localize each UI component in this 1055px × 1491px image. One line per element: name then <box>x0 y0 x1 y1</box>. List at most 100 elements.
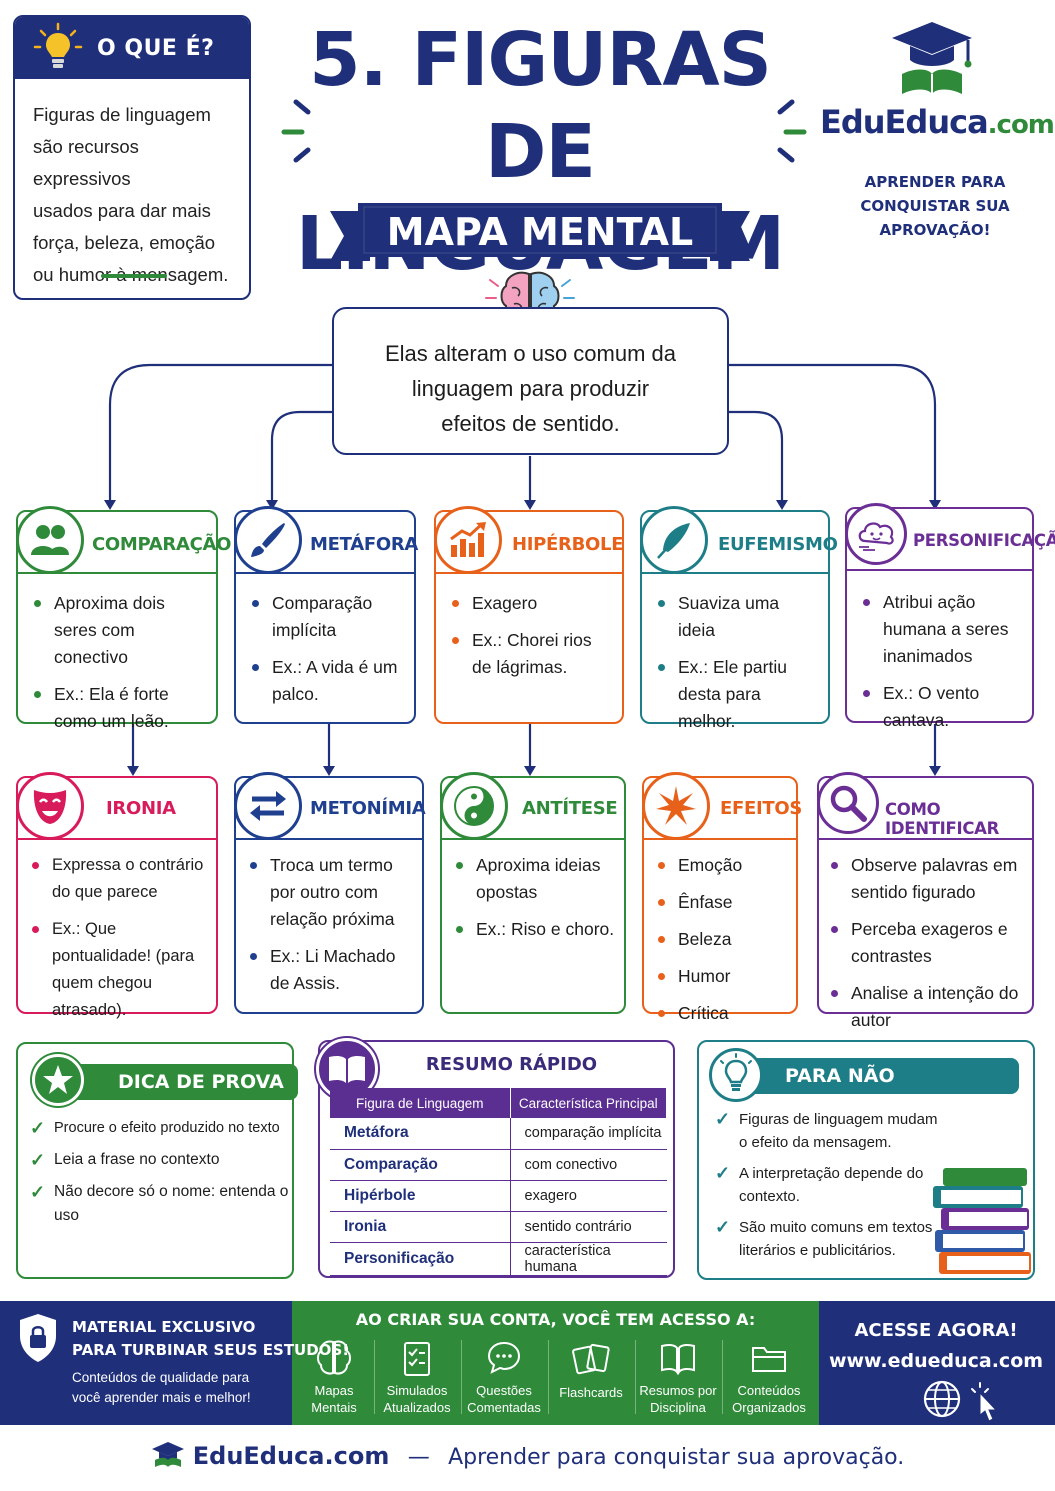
list-item: Figuras de linguagem mudam o efeito da m… <box>715 1108 945 1154</box>
logo[interactable]: EduEduca.com <box>820 103 1055 141</box>
feature-label: Resumos por <box>639 1383 717 1398</box>
feature-simulados[interactable]: Simulados Atualizados <box>374 1338 460 1418</box>
feature-conteudos[interactable]: Conteúdos Organizados <box>726 1338 812 1418</box>
list-item: Humor <box>658 963 788 990</box>
divider <box>722 1340 723 1414</box>
feature-label: Mentais <box>311 1400 357 1415</box>
feature-questoes[interactable]: Questões Comentadas <box>461 1338 547 1418</box>
divider <box>461 1340 462 1414</box>
quick-summary-box: RESUMO RÁPIDO Figura de Linguagem Caract… <box>316 1038 675 1278</box>
card-title: EUFEMISMO <box>718 534 838 555</box>
card-header <box>236 512 414 574</box>
card-hiperbole: HIPÉRBOLE Exagero Ex.: Chorei rios de lá… <box>434 506 624 724</box>
brush-icon <box>234 506 302 574</box>
card-list: Expressa o contrário do que parece Ex.: … <box>32 852 208 1034</box>
subtitle: MAPA MENTAL <box>386 210 694 254</box>
cta-title: ACESSE AGORA! <box>854 1320 1018 1341</box>
book-icon <box>661 1343 695 1376</box>
brain-icon <box>317 1340 351 1375</box>
card-list: Exagero Ex.: Chorei rios de lágrimas. <box>452 590 614 691</box>
card-title: EFEITOS <box>720 798 803 819</box>
exclusive-material-title: MATERIAL EXCLUSIVO PARA TURBINAR SEUS ES… <box>72 1316 349 1362</box>
footer-brand[interactable]: EduEduca.com <box>192 1442 390 1470</box>
card-header <box>642 512 828 574</box>
list-item: Perceba exageros e contrastes <box>831 916 1024 970</box>
card-header <box>18 512 216 574</box>
list-item: Procure o efeito produzido no texto <box>30 1116 292 1140</box>
card-header <box>819 778 1032 840</box>
logo-text: EduEduca <box>820 103 989 141</box>
what-is-text: Figuras de linguagem são recursos expres… <box>15 79 249 291</box>
logo-suffix: .com <box>987 110 1055 140</box>
magnifier-icon <box>817 772 879 834</box>
table-cell: Metáfora <box>330 1118 511 1150</box>
site-link[interactable]: www.edueduca.com <box>828 1350 1044 1372</box>
mask-icon <box>16 772 84 840</box>
card-header <box>436 512 622 574</box>
summary-table: Figura de Linguagem Característica Princ… <box>330 1088 667 1276</box>
material-line: MATERIAL EXCLUSIVO <box>72 1318 256 1336</box>
feature-resumos[interactable]: Resumos por Disciplina <box>635 1338 721 1418</box>
card-personificacao: PERSONIFICAÇÃO Atribui ação humana a ser… <box>845 503 1055 730</box>
feature-mapas[interactable]: Mapas Mentais <box>291 1338 377 1418</box>
title-line: 5. FIGURAS DE <box>309 17 772 195</box>
feature-label: Atualizados <box>383 1400 451 1415</box>
what-is-line: Figuras de linguagem <box>33 104 211 125</box>
table-cell: comparação implícita <box>510 1118 667 1150</box>
list-item: Ex.: Que pontualidade! (para quem chegou… <box>32 916 208 1024</box>
connector-lines <box>104 363 941 776</box>
material-line: você aprender mais e melhor! <box>72 1390 251 1405</box>
star-icon <box>32 1054 84 1106</box>
list-item: Aproxima dois seres com conectivo <box>34 590 208 671</box>
column-header: Figura de Linguagem <box>330 1088 511 1118</box>
subtitle-ribbon <box>330 203 750 261</box>
feature-label: Simulados <box>386 1383 448 1398</box>
tagline-line: APRENDER PARA <box>864 173 1006 191</box>
list-item: Não decore só o nome: entenda o uso <box>30 1180 292 1228</box>
card-efeitos: EFEITOS Emoção Ênfase Beleza Humor Críti… <box>642 772 802 1023</box>
folder-icon <box>752 1347 786 1372</box>
list-item: Ex.: Ela é forte como um leão. <box>34 681 208 735</box>
exclusive-material-subtitle: Conteúdos de qualidade para você aprende… <box>72 1368 251 1408</box>
card-como-identificar: COMO IDENTIFICAR Observe palavras em sen… <box>817 772 1034 1030</box>
lightbulb-icon <box>709 1048 763 1102</box>
footer-slogan: Aprender para conquistar sua aprovação. <box>448 1445 905 1470</box>
feature-flashcards[interactable]: Flashcards <box>548 1338 634 1418</box>
list-item: Ex.: O vento cantava. <box>863 680 1024 734</box>
feature-label: Comentadas <box>467 1400 541 1415</box>
what-is-line: são recursos expressivos <box>33 136 139 189</box>
globe-click-icon <box>923 1380 998 1422</box>
tagline: APRENDER PARA CONQUISTAR SUA APROVAÇÃO! <box>818 170 1052 242</box>
burst-icon <box>642 772 710 840</box>
what-is-title: O QUE É? <box>97 35 215 61</box>
exam-tip-box: DICA DE PROVA Procure o efeito produzido… <box>16 1042 298 1279</box>
table-cell: com conectivo <box>510 1149 667 1181</box>
card-title: COMPARAÇÃO <box>92 534 232 555</box>
divider <box>635 1340 636 1414</box>
list-item: Troca um termo por outro com relação pró… <box>250 852 414 933</box>
list-item: Ex.: A vida é um palco. <box>252 654 406 708</box>
accent-right-icon <box>777 99 807 163</box>
divider <box>101 274 167 278</box>
card-header <box>847 509 1032 571</box>
footer-dash: — <box>407 1445 430 1470</box>
list-item: Ex.: Riso e choro. <box>456 916 616 943</box>
growth-chart-icon <box>434 506 502 574</box>
graduation-cap-icon <box>151 1442 184 1467</box>
card-header <box>18 778 216 840</box>
card-title: METONÍMIA <box>310 798 426 819</box>
swap-arrows-icon <box>234 772 302 840</box>
what-is-line: força, beleza, emoção <box>33 232 216 253</box>
list-item: Atribui ação humana a seres inanimados <box>863 589 1024 670</box>
column-header: Característica Principal <box>510 1088 667 1118</box>
material-line: Conteúdos de qualidade para <box>72 1370 250 1385</box>
table-cell: Comparação <box>330 1149 511 1181</box>
feature-label: Questões <box>476 1383 532 1398</box>
list-item: Aproxima ideias opostas <box>456 852 616 906</box>
feature-label: Conteúdos <box>737 1383 801 1398</box>
card-comparacao: COMPARAÇÃO Aproxima dois seres com conec… <box>16 506 231 731</box>
